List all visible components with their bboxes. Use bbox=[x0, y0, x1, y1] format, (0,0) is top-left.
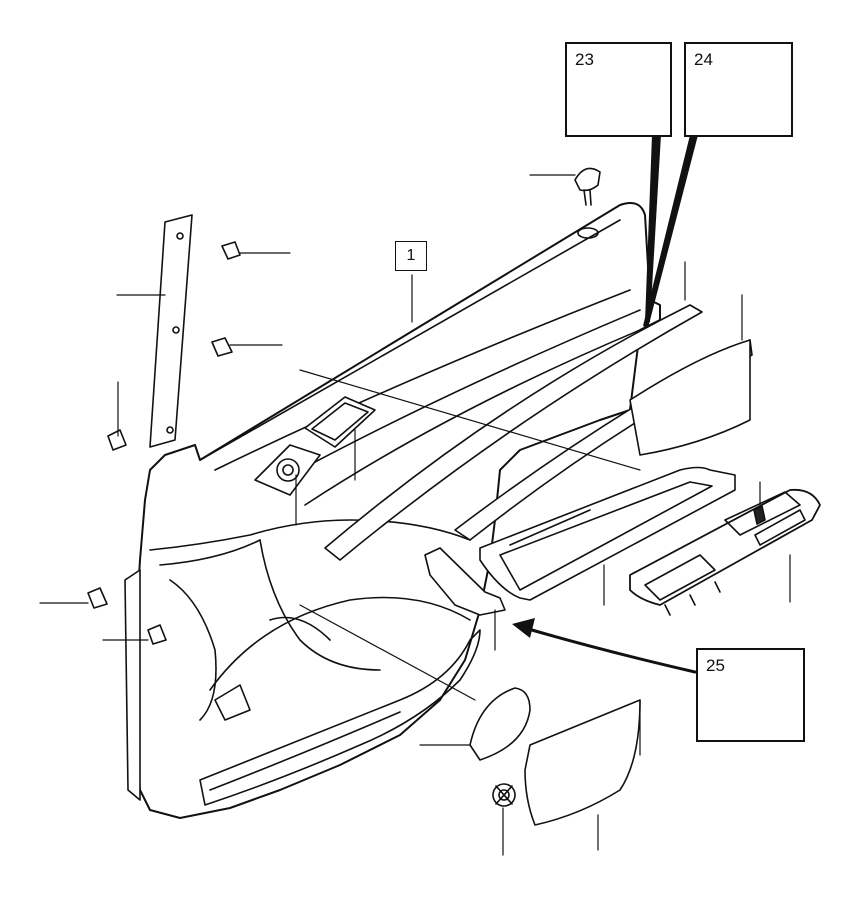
side-trim-strip bbox=[149, 214, 193, 448]
callout-25-number: 25 bbox=[706, 656, 725, 675]
callout-25-box: 25 bbox=[696, 648, 805, 742]
callout-24-box: 24 bbox=[684, 42, 793, 137]
window-switch-panel bbox=[629, 488, 821, 616]
part-reference-box: 1 bbox=[395, 241, 427, 271]
pull-handle bbox=[424, 547, 506, 616]
callout-arrows bbox=[643, 135, 698, 328]
edge-strip bbox=[124, 569, 141, 801]
callout-23-box: 23 bbox=[565, 42, 672, 137]
armrest-insert bbox=[479, 466, 736, 601]
window-seal-strip bbox=[454, 339, 753, 541]
callout-23-number: 23 bbox=[575, 50, 594, 69]
star-nut bbox=[492, 783, 516, 807]
part-reference-number: 1 bbox=[406, 247, 416, 264]
callout-25-arrow bbox=[512, 618, 697, 674]
upper-moulding bbox=[324, 304, 703, 561]
speaker-cover bbox=[469, 687, 531, 761]
leader-lines bbox=[39, 174, 791, 856]
lower-cover-panel bbox=[524, 699, 641, 826]
strip-clips bbox=[87, 241, 241, 645]
push-clip-top bbox=[574, 167, 601, 206]
callout-24-number: 24 bbox=[694, 50, 713, 69]
